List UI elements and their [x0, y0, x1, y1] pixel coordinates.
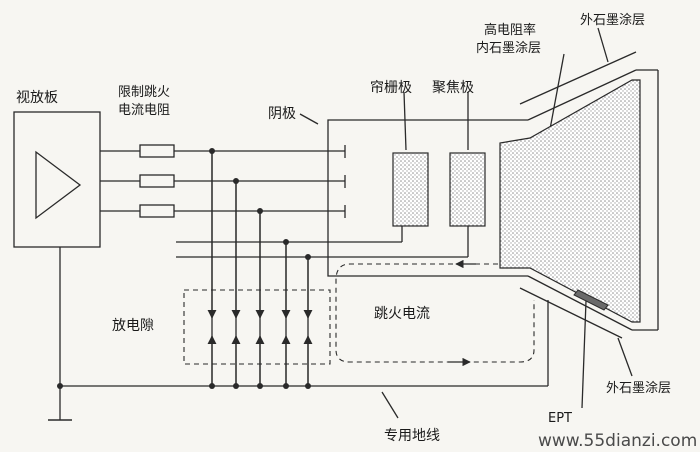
label-limit-resistor-1: 限制跳火: [118, 85, 170, 100]
screen-grid-electrode: [392, 152, 429, 227]
label-screen-grid: 帘栅极: [370, 80, 412, 96]
label-high-res-inner-1: 高电阻率: [484, 22, 536, 38]
label-outer-graphite-top: 外石墨涂层: [580, 12, 645, 28]
arc-current-path: [335, 263, 535, 363]
resistor-3: [139, 204, 175, 218]
label-high-res-inner-2: 内石墨涂层: [476, 40, 541, 56]
label-focus-electrode: 聚焦极: [432, 80, 474, 96]
ept-contact: [573, 289, 609, 311]
tube-neck: [327, 119, 528, 277]
video-amp-board: [13, 111, 101, 248]
label-arc-current: 跳火电流: [374, 306, 430, 322]
inner-graphite-coating: [499, 79, 641, 323]
focus-electrode: [449, 152, 486, 227]
resistor-2: [139, 174, 175, 188]
label-ept: EPT: [548, 411, 572, 426]
label-video-amp-board: 视放板: [16, 90, 58, 106]
resistor-1: [139, 144, 175, 158]
label-outer-graphite-bottom: 外石墨涂层: [606, 380, 671, 396]
label-limit-resistor-2: 电流电阻: [118, 103, 170, 118]
label-discharge-gap: 放电隙: [112, 318, 154, 334]
label-cathode: 阴极: [268, 106, 296, 122]
label-dedicated-ground: 专用地线: [384, 428, 440, 444]
watermark-text: www.55dianzi.com: [538, 431, 697, 451]
discharge-gap-box: [183, 289, 331, 365]
amplifier-triangle: [35, 150, 82, 220]
